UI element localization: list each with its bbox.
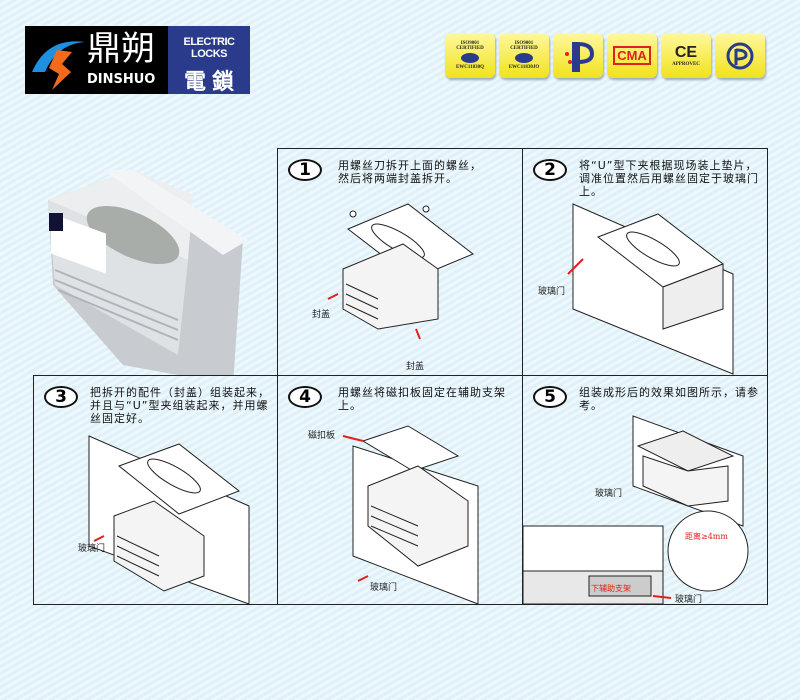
product-photo (48, 170, 248, 375)
p-circle-logo-icon (715, 33, 765, 78)
step-text: 用螺丝将磁扣板固定在辅助支架上。 (338, 386, 506, 412)
brand-logo: 鼎朔 DINSHUO ELECTRIC LOCKS 電 鎖 (25, 26, 250, 94)
step-number: 1 (288, 159, 322, 181)
lower-bracket-label: 下辅助支架 (591, 584, 631, 593)
swoosh-logo-icon (32, 41, 85, 90)
step-text: 将“U”型下夹根据现场装上垫片，调准位置然后用螺丝固定于玻璃门上。 (579, 159, 759, 198)
diagram-label: 玻璃门 (78, 544, 106, 554)
glass-door-clamp-diagram (567, 203, 734, 375)
step-text: 组装成形后的效果如图所示，请参考。 (579, 386, 759, 412)
step-1-panel: 1 用螺丝刀拆开上面的螺丝，然后将两端封盖拆开。 封盖 封盖 (277, 148, 523, 376)
product-en: ELECTRIC LOCKS (183, 36, 236, 60)
step-number: 3 (44, 386, 78, 408)
step-number: 5 (533, 386, 567, 408)
step-text: 用螺丝刀拆开上面的螺丝，然后将两端封盖拆开。 (338, 159, 482, 185)
step-5-panel: 5 组装成形后的效果如图所示，请参考。 玻璃门 距离≥4mm 下辅助支架 玻璃门 (522, 375, 768, 605)
diagram-label: 玻璃门 (595, 489, 623, 499)
p-star-logo-icon (553, 33, 603, 78)
diagram-label: 磁扣板 (308, 431, 336, 441)
step-number: 2 (533, 159, 567, 181)
product-cn: 電 鎖 (183, 69, 235, 94)
step-3-panel: 3 把拆开的配件（封盖）组装起来，并且与“U”型夹组装起来，并用螺丝固定好。 玻… (33, 375, 278, 605)
diagram-label: 玻璃门 (370, 583, 398, 593)
step-number: 4 (288, 386, 322, 408)
label-logo-icon (49, 213, 63, 231)
strike-plate-diagram (342, 425, 479, 605)
cma-logo-icon: CMA (607, 33, 657, 78)
assemble-cover-diagram (88, 435, 250, 605)
step-text: 把拆开的配件（封盖）组装起来，并且与“U”型夹组装起来，并用螺丝固定好。 (90, 386, 270, 425)
step-2-panel: 2 将“U”型下夹根据现场装上垫片，调准位置然后用螺丝固定于玻璃门上。 玻璃门 (522, 148, 768, 376)
final-assembly-diagram (523, 415, 749, 605)
brand-en-name: DINSHUO (87, 72, 156, 87)
remove-cover-diagram (327, 203, 474, 340)
distance-label: 距离≥4mm (685, 532, 728, 541)
step-4-panel: 4 用螺丝将磁扣板固定在辅助支架上。 磁扣板 玻璃门 (277, 375, 523, 605)
diagram-label: 玻璃门 (538, 287, 566, 297)
brand-cn-name: 鼎朔 (87, 29, 155, 69)
diagram-label: 封盖 (406, 362, 425, 372)
diagram-label: 玻璃门 (675, 595, 703, 605)
diagram-label: 封盖 (312, 310, 331, 320)
